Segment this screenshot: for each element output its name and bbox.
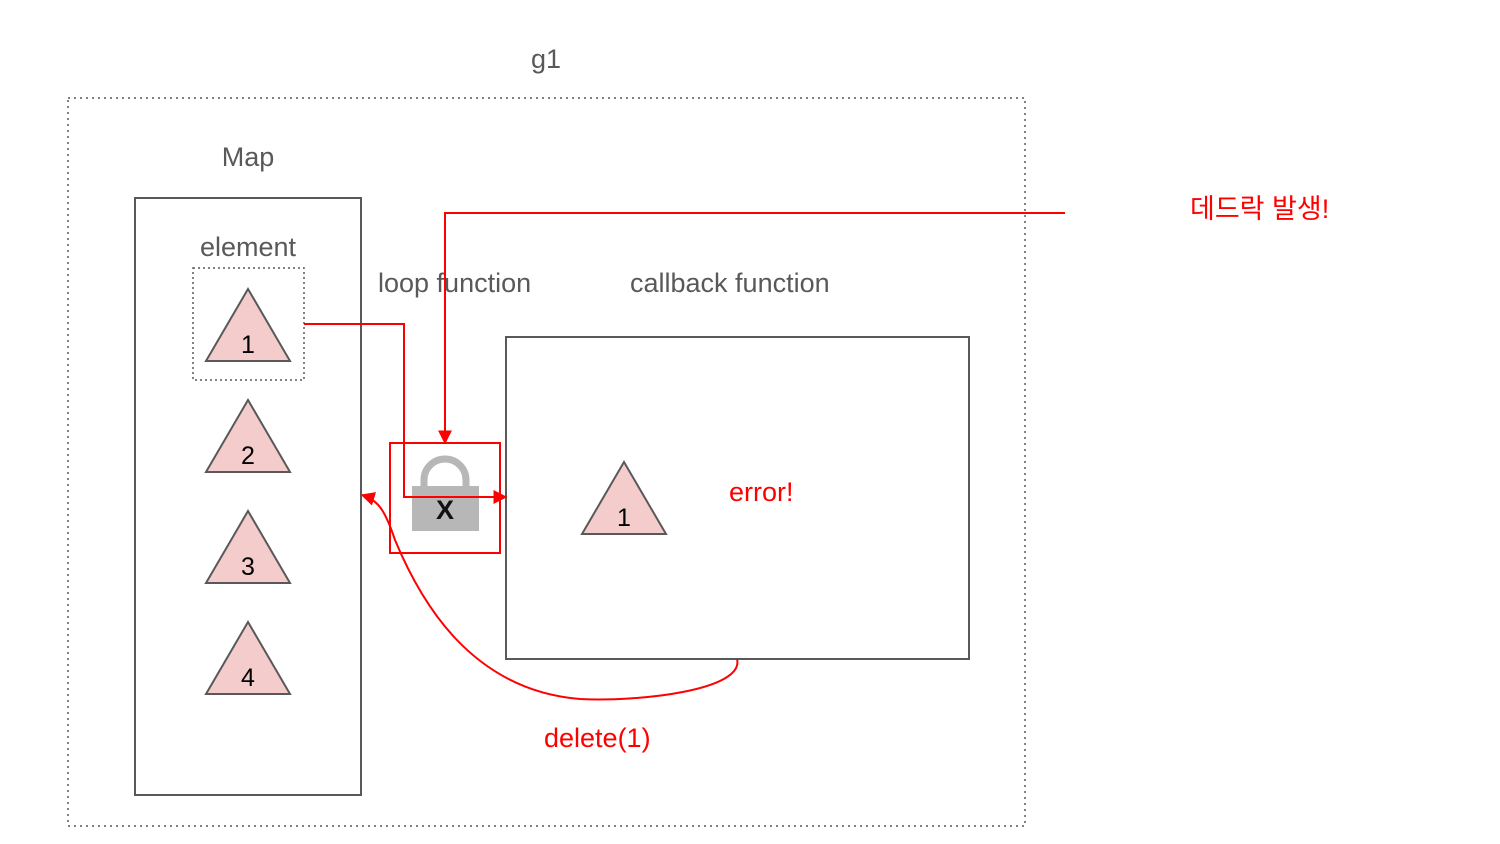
deadlock-label: 데드락 발생! — [1190, 194, 1329, 224]
triangle-shape — [204, 620, 292, 695]
element-number: 2 — [241, 442, 255, 470]
loop-connector-arrow — [304, 323, 508, 504]
group-g1-box — [67, 97, 1026, 827]
element-number: 1 — [617, 504, 631, 532]
delete-call-arrow — [360, 492, 739, 701]
triangle-shape — [204, 509, 292, 584]
element-number: 1 — [241, 331, 255, 359]
map-label: Map — [222, 142, 275, 172]
lock-shackle — [420, 455, 470, 488]
lock-icon: X — [412, 455, 479, 531]
element-number: 4 — [241, 664, 255, 692]
map-element-3: 3 — [204, 509, 292, 584]
element-label: element — [200, 232, 297, 262]
callback-element-1: 1 — [580, 460, 668, 535]
map-element-1: 1 — [204, 287, 292, 362]
lock-body — [412, 486, 479, 531]
group-g1-label: g1 — [531, 44, 561, 74]
map-element-2: 2 — [204, 398, 292, 473]
element-number: 3 — [241, 553, 255, 581]
error-label: error! — [729, 477, 794, 507]
triangle-shape — [204, 287, 292, 362]
triangle-shape — [580, 460, 668, 535]
lock-x-mark: X — [436, 495, 454, 525]
map-element-4: 4 — [204, 620, 292, 695]
deadlock-arrow — [438, 212, 1065, 445]
delete-call-label: delete(1) — [544, 723, 651, 753]
loop-function-label: loop function — [378, 268, 531, 298]
triangle-shape — [204, 398, 292, 473]
callback-function-label: callback function — [630, 268, 830, 298]
